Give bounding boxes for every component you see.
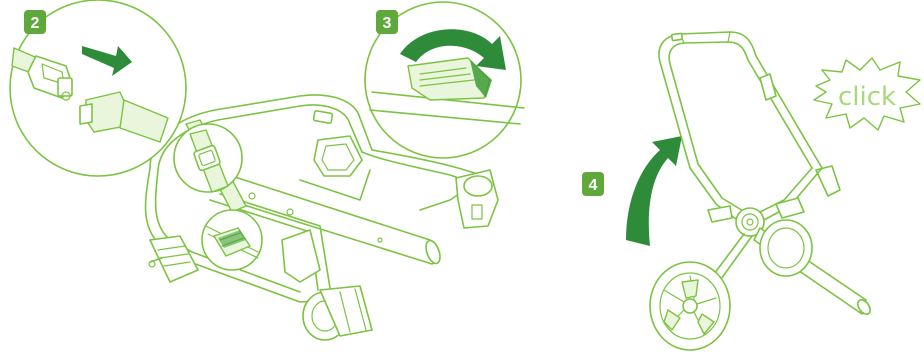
step-badge-2: 2 — [24, 10, 46, 34]
click-label: click — [838, 82, 896, 112]
svg-text:3: 3 — [383, 15, 392, 32]
svg-text:4: 4 — [589, 177, 598, 194]
step-badge-3: 3 — [376, 10, 398, 34]
lift-arrow-icon — [626, 136, 682, 246]
step-badge-4: 4 — [582, 172, 604, 196]
svg-text:2: 2 — [31, 15, 40, 32]
click-sound-burst: click — [814, 58, 920, 130]
